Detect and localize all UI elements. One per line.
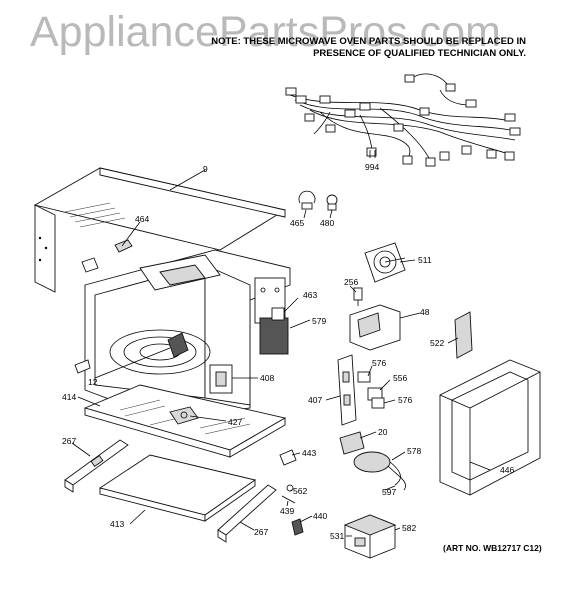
callout-576-b: 576 <box>398 395 412 405</box>
leader-lines <box>71 150 491 537</box>
callout-440: 440 <box>313 511 327 521</box>
outer-case-9 <box>33 167 287 293</box>
duct-48 <box>349 304 401 351</box>
callout-578: 578 <box>407 446 421 456</box>
wire-harness-994 <box>285 73 521 167</box>
callout-267-b: 267 <box>254 527 268 537</box>
callout-511: 511 <box>418 255 432 265</box>
callout-427: 427 <box>228 417 242 427</box>
rail-267-left <box>64 439 129 493</box>
bottom-plate-414 <box>83 384 287 458</box>
part-522 <box>454 311 473 359</box>
callout-531: 531 <box>330 531 344 541</box>
callout-20: 20 <box>378 427 388 437</box>
callout-464: 464 <box>135 214 149 224</box>
callout-562: 562 <box>293 486 307 496</box>
callout-256: 256 <box>344 277 358 287</box>
callout-407: 407 <box>308 395 322 405</box>
callout-9: 9 <box>203 164 208 174</box>
notice-line-2: PRESENCE OF QUALIFIED TECHNICIAN ONLY. <box>313 48 526 59</box>
callout-408: 408 <box>260 373 274 383</box>
fasteners <box>279 449 304 536</box>
callout-48: 48 <box>420 307 430 317</box>
callout-576-a: 576 <box>372 358 386 368</box>
side-panel-446 <box>439 359 541 496</box>
notice-line-1: NOTE: THESE MICROWAVE OVEN PARTS SHOULD … <box>211 36 526 47</box>
callout-597: 597 <box>382 487 396 497</box>
transformer-582 <box>343 514 397 559</box>
callout-414: 414 <box>62 392 76 402</box>
capacitor-578 <box>339 431 406 491</box>
callout-579: 579 <box>312 316 326 326</box>
part-256 <box>353 287 363 306</box>
callout-582: 582 <box>402 523 416 533</box>
callout-480: 480 <box>320 218 334 228</box>
oven-cavity <box>84 249 291 421</box>
callout-465: 465 <box>290 218 304 228</box>
latch-407 <box>337 354 357 426</box>
callout-267-a: 267 <box>62 436 76 446</box>
small-parts <box>74 239 289 394</box>
callout-413: 413 <box>110 519 124 529</box>
rail-267-right <box>217 484 277 543</box>
callout-443: 443 <box>302 448 316 458</box>
callout-463: 463 <box>303 290 317 300</box>
tray-413 <box>98 454 257 522</box>
callout-446: 446 <box>500 465 514 475</box>
art-number: (ART NO. WB12717 C12) <box>443 543 542 553</box>
parts-465-480 <box>298 190 338 211</box>
callout-439: 439 <box>280 506 294 516</box>
service-notice: NOTE: THESE MICROWAVE OVEN PARTS SHOULD … <box>211 36 526 60</box>
callout-labels: 9 464 465 480 994 511 256 463 579 48 522… <box>62 162 514 541</box>
callout-556: 556 <box>393 373 407 383</box>
callout-994: 994 <box>365 162 379 172</box>
callout-522: 522 <box>430 338 444 348</box>
switches-576-556 <box>357 371 385 409</box>
fan-motor-511 <box>364 242 406 283</box>
callout-12: 12 <box>88 377 98 387</box>
